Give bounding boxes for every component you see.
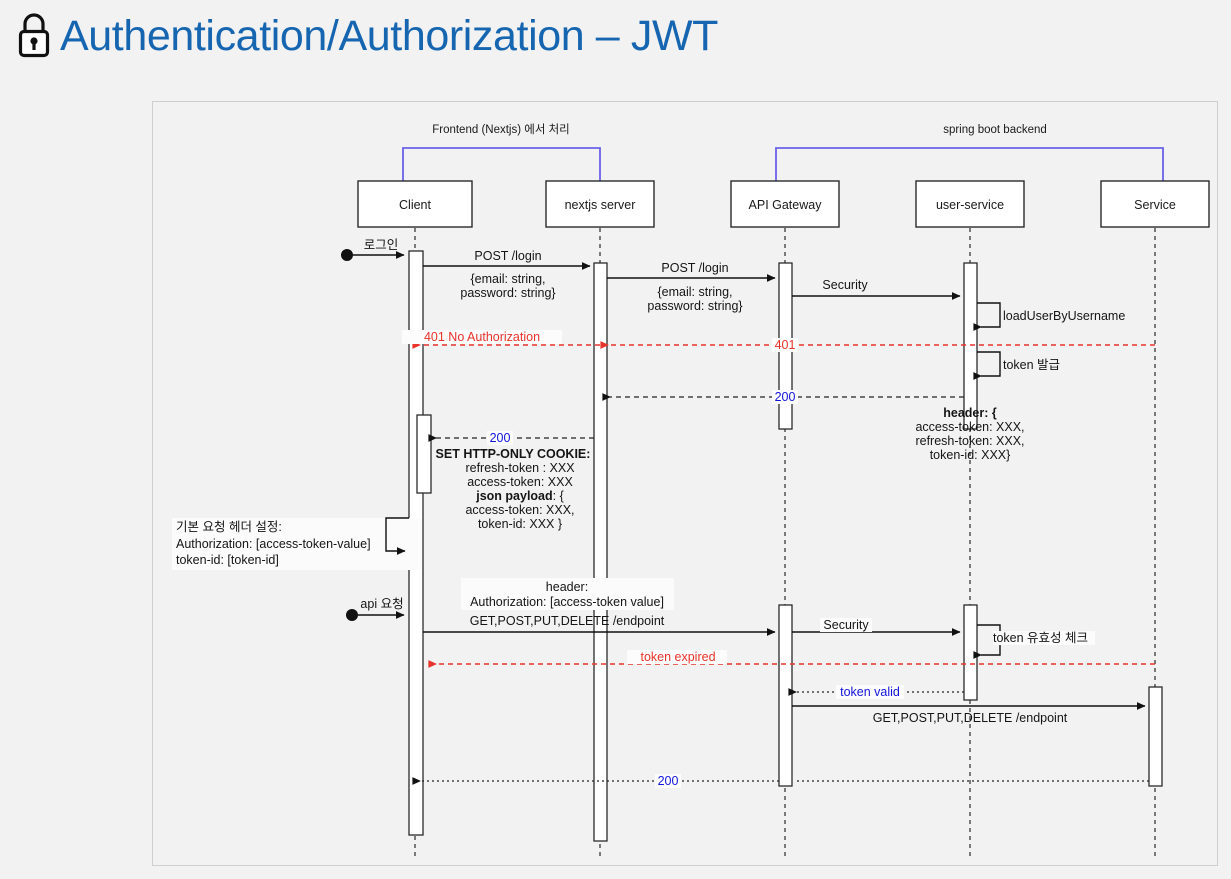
message-200-login-client: 200 SET HTTP-ONLY COOKIE: refresh-token … (428, 431, 594, 531)
activation-gateway-api (778, 604, 793, 787)
message-post-login-client: POST /login {email: string, password: st… (423, 249, 591, 300)
message-label-token-validity: token 유효성 체크 (993, 631, 1088, 645)
note-cookie-line4: json payload: { (475, 489, 564, 503)
message-label-200-backend: 200 (775, 390, 796, 404)
note-request-header: header: Authorization: [access-token val… (461, 578, 674, 610)
group-bracket-frontend: Frontend (Nextjs) 에서 처리 (402, 123, 601, 199)
note-cookie-line3: access-token: XXX (467, 475, 573, 489)
message-label-loaduserbyusername: loadUserByUsername (1003, 309, 1125, 323)
lifeline-head-user[interactable]: user-service (915, 180, 1025, 228)
diagram-frame (152, 101, 1218, 866)
note-default-header-line2: Authorization: [access-token-value] (176, 537, 371, 551)
message-200-login-backend: 200 header: { access-token: XXX, refresh… (602, 390, 1025, 462)
entry-label-api: api 요청 (360, 597, 403, 611)
note-default-header: 기본 요청 헤더 설정: Authorization: [access-toke… (172, 517, 422, 570)
message-401-no-authorization: 401 No Authorization 401 (402, 330, 1155, 352)
note-cookie-line1: SET HTTP-ONLY COOKIE: (436, 447, 591, 461)
message-endpoint-request-client: GET,POST,PUT,DELETE /endpoint (423, 614, 776, 636)
message-label-endpoint-request-1: GET,POST,PUT,DELETE /endpoint (470, 614, 665, 628)
activation-user-login (963, 262, 978, 430)
message-self-token-issue: token 발급 (973, 351, 1060, 380)
message-token-expired: token expired (428, 650, 1155, 668)
message-token-valid: token valid (788, 685, 964, 699)
message-payload-1-line2: password: string} (460, 286, 555, 300)
note-cookie-line5: access-token: XXX, (465, 503, 574, 517)
note-request-header-line1: header: (546, 580, 588, 594)
activation-nextjs-main (593, 262, 608, 842)
message-payload-2-line2: password: string} (647, 299, 742, 313)
message-label-security-2: Security (823, 618, 869, 632)
message-label-security-1: Security (822, 278, 868, 292)
message-security-api: Security (792, 618, 961, 636)
message-label-401: 401 (775, 338, 796, 352)
lifeline-label-user: user-service (936, 198, 1004, 212)
note-header-response-line2: access-token: XXX, (915, 420, 1024, 434)
message-200-api: 200 (412, 774, 1149, 788)
activation-user-api (963, 604, 978, 701)
entry-label-login: 로그인 (364, 238, 399, 252)
message-label-token-expired: token expired (640, 650, 715, 664)
note-default-header-line3: token-id: [token-id] (176, 553, 279, 567)
message-post-login-nextjs: POST /login {email: string, password: st… (607, 261, 776, 313)
message-label-endpoint-request-2: GET,POST,PUT,DELETE /endpoint (873, 711, 1068, 725)
lifeline-label-gateway: API Gateway (749, 198, 823, 212)
lifeline-head-service[interactable]: Service (1100, 180, 1210, 228)
group-label-backend: spring boot backend (943, 124, 1047, 136)
message-label-token-issue: token 발급 (1003, 358, 1060, 372)
note-header-response-line4: token-id: XXX} (930, 448, 1011, 462)
lifeline-head-nextjs[interactable]: nextjs server (545, 180, 655, 228)
message-self-loaduserbyusername: loadUserByUsername (973, 302, 1125, 331)
message-label-401-no-authorization: 401 No Authorization (424, 330, 540, 344)
message-label-200-client: 200 (490, 431, 511, 445)
note-default-header-line1: 기본 요청 헤더 설정: (176, 520, 282, 534)
lifeline-head-gateway[interactable]: API Gateway (730, 180, 840, 228)
lifeline-label-client: Client (399, 198, 431, 212)
note-header-response-line3: refresh-token: XXX, (915, 434, 1024, 448)
note-cookie-line2: refresh-token : XXX (465, 461, 575, 475)
activation-client-nested (416, 414, 432, 494)
entry-point-api: api 요청 (346, 597, 405, 621)
note-request-header-line2: Authorization: [access-token value] (470, 595, 664, 609)
group-bracket-backend: spring boot backend (775, 124, 1164, 199)
note-cookie-line6: token-id: XXX } (478, 517, 562, 531)
page-title: Authentication/Authorization – JWT (14, 10, 718, 62)
message-security-login: Security (792, 278, 961, 300)
message-label-post-login-1: POST /login (474, 249, 541, 263)
lifeline-label-nextjs: nextjs server (565, 198, 636, 212)
message-label-200-api: 200 (658, 774, 679, 788)
lock-icon (18, 13, 50, 58)
message-endpoint-request-service: GET,POST,PUT,DELETE /endpoint (792, 702, 1146, 725)
message-payload-2-line1: {email: string, (657, 285, 732, 299)
message-payload-1-line1: {email: string, (470, 272, 545, 286)
lifeline-label-service: Service (1134, 198, 1176, 212)
entry-point-login: 로그인 (341, 238, 405, 261)
message-label-token-valid: token valid (840, 685, 900, 699)
note-header-response-line1: header: { (943, 406, 997, 420)
page-title-text: Authentication/Authorization – JWT (60, 12, 719, 60)
activation-service-api (1148, 686, 1163, 787)
lifeline-head-client[interactable]: Client (357, 180, 473, 228)
message-self-token-validity: token 유효성 체크 (973, 624, 1095, 659)
group-label-frontend: Frontend (Nextjs) 에서 처리 (432, 123, 570, 136)
message-label-post-login-2: POST /login (661, 261, 728, 275)
